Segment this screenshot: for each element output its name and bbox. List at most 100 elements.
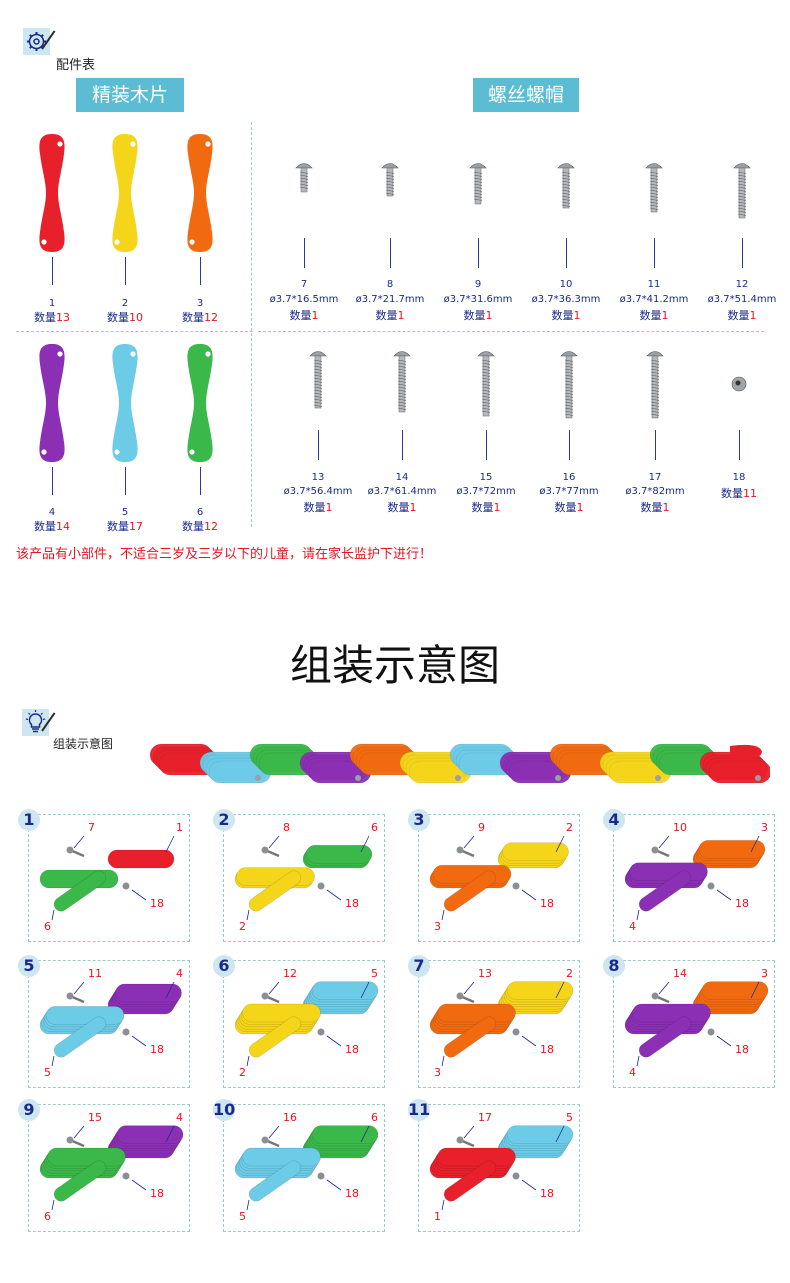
screw-number: 14 xyxy=(395,472,409,483)
wood-piece-number: 2 xyxy=(121,298,129,309)
qty-label: 数量 xyxy=(182,520,204,533)
leader-line xyxy=(125,257,126,285)
leader-line xyxy=(402,430,403,460)
qty-label: 数量 xyxy=(554,501,577,514)
step-illustration xyxy=(429,1125,574,1211)
step-number-badge: 4 xyxy=(603,809,625,831)
qty-label: 数量 xyxy=(721,487,743,500)
screw-16 xyxy=(560,351,578,419)
piece-callout: 3 xyxy=(434,920,441,933)
new-piece-callout: 3 xyxy=(761,967,768,980)
assembly-header: 组装示意图 xyxy=(53,737,114,751)
wood-piece-number: 1 xyxy=(48,298,56,309)
parts-header: 配件表 xyxy=(56,58,96,73)
piece-callout: 4 xyxy=(629,1066,636,1079)
screw-14 xyxy=(393,351,411,413)
wood-piece-quantity: 数量14 xyxy=(17,518,87,534)
wood-piece-3 xyxy=(187,134,213,252)
new-piece-callout: 4 xyxy=(176,967,183,980)
step-number-badge: 6 xyxy=(213,955,235,977)
nut-callout: 18 xyxy=(540,1187,554,1200)
screw-8 xyxy=(381,163,399,197)
step-illustration xyxy=(234,835,373,921)
wood-piece-5 xyxy=(112,344,138,462)
assembly-step-5 xyxy=(28,960,190,1088)
step-illustration xyxy=(39,835,175,921)
assembly-step-3 xyxy=(418,814,580,942)
wood-piece-number: 3 xyxy=(196,298,204,309)
nut-callout: 18 xyxy=(540,897,554,910)
screw-quantity: 数量1 xyxy=(283,499,353,515)
screw-9 xyxy=(469,163,487,205)
leader-line xyxy=(304,238,305,268)
wood-piece-quantity: 数量12 xyxy=(165,518,235,534)
screw-size: ø3.7*56.4mm xyxy=(283,486,353,497)
screw-callout: 16 xyxy=(283,1111,297,1124)
nut-callout: 18 xyxy=(735,897,749,910)
screw-callout: 13 xyxy=(478,967,492,980)
screw-number: 12 xyxy=(735,279,749,290)
qty-value: 1 xyxy=(397,309,405,322)
piece-callout: 2 xyxy=(239,1066,246,1079)
step-illustration xyxy=(429,981,574,1067)
qty-label: 数量 xyxy=(640,501,663,514)
piece-callout: 5 xyxy=(239,1210,246,1223)
wood-piece-quantity: 数量17 xyxy=(90,518,160,534)
wood-piece-1 xyxy=(39,134,65,252)
qty-label: 数量 xyxy=(375,309,398,322)
qty-label: 数量 xyxy=(463,309,486,322)
new-piece-callout: 1 xyxy=(176,821,183,834)
leader-line xyxy=(478,238,479,268)
piece-callout: 3 xyxy=(434,1066,441,1079)
screw-callout: 11 xyxy=(88,967,102,980)
screw-quantity: 数量1 xyxy=(620,499,690,515)
piece-callout: 1 xyxy=(434,1210,441,1223)
qty-value: 1 xyxy=(325,501,333,514)
qty-value: 1 xyxy=(662,501,670,514)
assembly-step-2 xyxy=(223,814,385,942)
qty-label: 数量 xyxy=(471,501,494,514)
leader-line xyxy=(739,430,740,460)
screw-callout: 9 xyxy=(478,821,485,834)
qty-value: 11 xyxy=(743,487,757,500)
nut-callout: 18 xyxy=(345,1043,359,1056)
nut-callout: 18 xyxy=(345,897,359,910)
nut-callout: 18 xyxy=(735,1043,749,1056)
piece-callout: 4 xyxy=(629,920,636,933)
screw-quantity: 数量1 xyxy=(619,307,689,323)
screw-callout: 17 xyxy=(478,1111,492,1124)
assembly-title: 组装示意图 xyxy=(289,641,500,690)
leader-line xyxy=(200,467,201,495)
qty-label: 数量 xyxy=(182,311,204,324)
assembly-step-9 xyxy=(28,1104,190,1232)
nut-quantity: 数量11 xyxy=(704,485,774,501)
screw-quantity: 数量1 xyxy=(269,307,339,323)
leader-line xyxy=(125,467,126,495)
step-number-badge: 7 xyxy=(408,955,430,977)
new-piece-callout: 2 xyxy=(566,967,573,980)
screw-quantity: 数量1 xyxy=(443,307,513,323)
leader-line xyxy=(200,257,201,285)
qty-value: 1 xyxy=(573,309,581,322)
screw-size: ø3.7*72mm xyxy=(456,486,516,497)
wood-piece-quantity: 数量10 xyxy=(90,309,160,325)
screw-15 xyxy=(477,351,495,417)
screw-12 xyxy=(733,163,751,219)
piece-callout: 6 xyxy=(44,1210,51,1223)
leader-line xyxy=(654,238,655,268)
screw-number: 10 xyxy=(559,279,573,290)
wood-piece-number: 4 xyxy=(48,507,56,518)
leader-line xyxy=(566,238,567,268)
wood-piece-number: 5 xyxy=(121,507,129,518)
qty-value: 13 xyxy=(56,311,70,324)
qty-label: 数量 xyxy=(303,501,326,514)
step-number-badge: 1 xyxy=(18,809,40,831)
screw-10 xyxy=(557,163,575,209)
leader-line xyxy=(486,430,487,460)
screw-size: ø3.7*21.7mm xyxy=(355,294,425,305)
screw-callout: 8 xyxy=(283,821,290,834)
piece-callout: 2 xyxy=(239,920,246,933)
screw-quantity: 数量1 xyxy=(367,499,437,515)
piece-callout: 6 xyxy=(44,920,51,933)
qty-value: 12 xyxy=(204,311,218,324)
